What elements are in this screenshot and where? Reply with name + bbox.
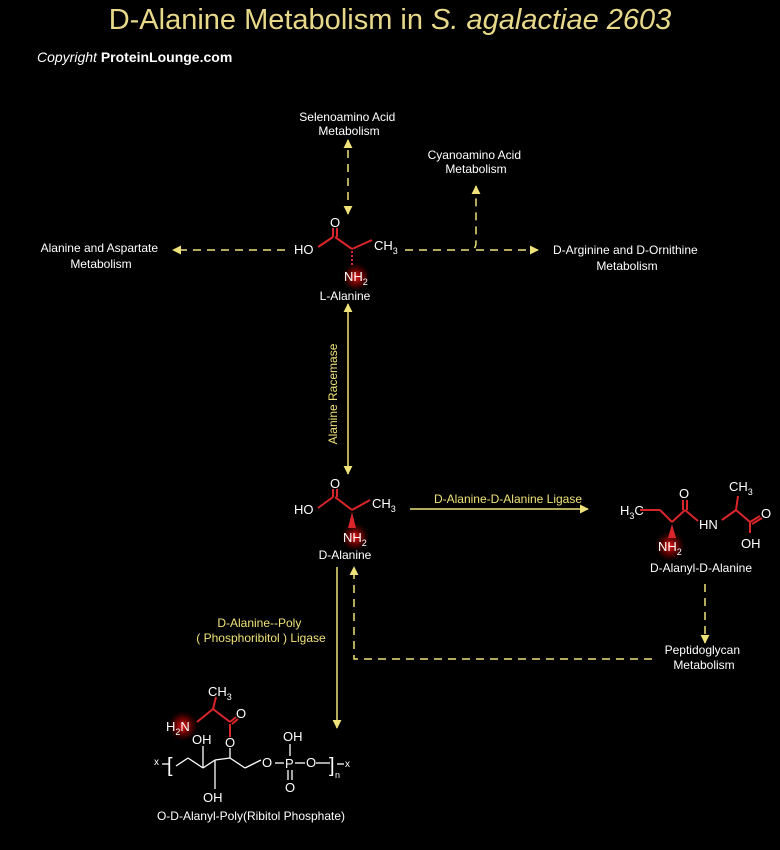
poly-ribitol-p-oh: OH [283, 729, 303, 744]
dipeptide-o: O [679, 486, 689, 501]
arrow-peptidoglycan-return [349, 566, 652, 660]
d-alanine-ho: HO [294, 502, 314, 517]
enzyme-dd-ligase: D-Alanine-D-Alanine Ligase [434, 492, 582, 506]
d-alanine-ch3: CH3 [372, 496, 396, 514]
l-alanine-nh2: NH2 [344, 269, 368, 287]
copyright: Copyright ProteinLounge.com [37, 49, 232, 65]
dipeptide-h3c: H3C [620, 503, 644, 521]
compound-poly-ribitol: O-D-Alanyl-Poly(Ribitol Phosphate) [157, 809, 345, 823]
poly-ribitol-oh-top: OH [192, 732, 212, 747]
compound-l-alanine: L-Alanine [320, 289, 371, 303]
page-title: D-Alanine Metabolism in S. agalactiae 26… [0, 4, 780, 37]
enzyme-alanine-racemase: Alanine Racemase [326, 343, 340, 444]
l-alanine-ho: HO [294, 242, 314, 257]
title-main: D-Alanine Metabolism in [108, 4, 432, 36]
dipeptide-oh: OH [741, 536, 761, 551]
poly-ribitol-x-right: x [345, 759, 350, 770]
d-alanine-nh2: NH2 [343, 530, 367, 548]
pathway-arginine-ornithine: D-Arginine and D-Ornithine Metabolism [553, 243, 701, 273]
copyright-owner: ProteinLounge.com [100, 49, 233, 65]
poly-ribitol-oh-bottom: OH [203, 790, 223, 805]
dipeptide-hn: HN [699, 517, 718, 532]
d-alanyl-d-alanine-structure: H3C O HN CH3 O OH NH2 [620, 479, 771, 561]
arrow-cyanoamino [405, 185, 481, 251]
pathway-selenoamino: Selenoamino Acid Metabolism [299, 110, 398, 138]
copyright-prefix: Copyright [37, 49, 101, 65]
dipeptide-ch3: CH3 [729, 479, 753, 497]
poly-ribitol-p-o: O [285, 780, 295, 795]
poly-ribitol-x-left: x [154, 757, 159, 768]
pathway-alanine-aspartate: Alanine and Aspartate Metabolism [41, 241, 162, 271]
poly-ribitol-h2n: H2N [166, 719, 190, 737]
l-alanine-ch3: CH3 [374, 238, 398, 256]
poly-ribitol-carbonyl-o: O [236, 706, 246, 721]
poly-ribitol-bracket-close: ] [329, 755, 335, 777]
l-alanine-amine-glow [342, 263, 370, 291]
title-organism: S. agalactiae 2603 [431, 4, 672, 36]
poly-ribitol-bracket-open: [ [167, 755, 173, 777]
d-alanine-structure: O HO CH3 NH2 [294, 476, 396, 551]
poly-ribitol-o-left: O [262, 755, 272, 770]
pathway-cyanoamino: Cyanoamino Acid Metabolism [428, 148, 525, 176]
d-alanine-o: O [330, 476, 340, 491]
poly-ribitol-p: P [285, 756, 294, 771]
poly-ribitol-o-right: O [306, 755, 316, 770]
poly-ribitol-structure: CH3 O H2N O OH OH O P OH O O [ ] n x x [154, 684, 350, 805]
poly-ribitol-ch3: CH3 [208, 684, 232, 702]
enzyme-poly-ligase: D-Alanine--Poly ( Phosphoribitol ) Ligas… [196, 616, 326, 645]
compound-d-alanine: D-Alanine [319, 548, 372, 562]
dipeptide-nh2: NH2 [658, 539, 682, 557]
d-alanine-amine-glow [341, 523, 369, 551]
l-alanine-structure: O HO CH3 NH2 [294, 215, 398, 291]
poly-ribitol-subscript-n: n [335, 770, 340, 780]
poly-ribitol-amine-glow [168, 711, 198, 741]
l-alanine-o: O [330, 215, 340, 230]
dipeptide-amine-glow [655, 531, 685, 561]
dipeptide-o2: O [761, 506, 771, 521]
poly-ribitol-ester-o: O [225, 735, 235, 750]
compound-d-alanyl-d-alanine: D-Alanyl-D-Alanine [650, 561, 752, 575]
pathway-peptidoglycan: Peptidoglycan Metabolism [665, 643, 744, 672]
